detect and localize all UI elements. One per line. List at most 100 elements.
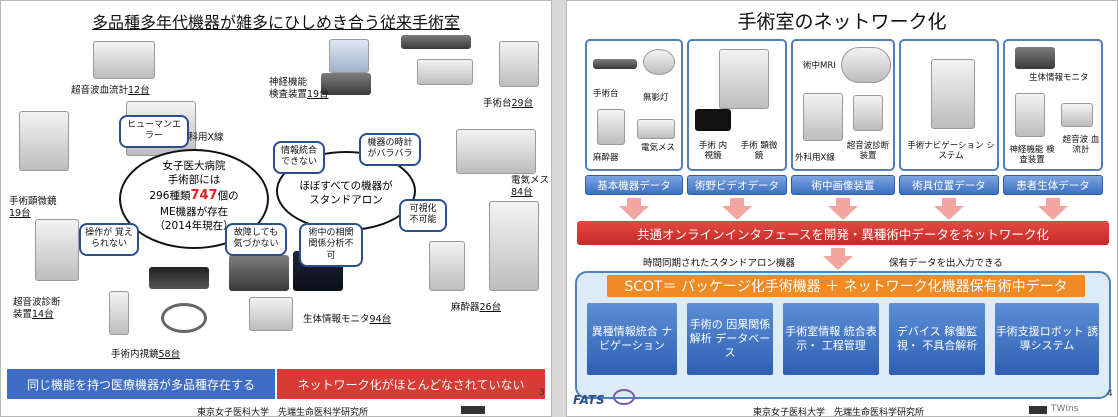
panel-label: 手術 内視鏡 xyxy=(698,141,728,162)
xray-image xyxy=(803,93,843,141)
esu-image xyxy=(456,129,536,174)
surgical-table2-image xyxy=(499,41,539,87)
panel-navigation: 手術ナビゲーション システム xyxy=(899,39,999,171)
label-ultrasound-flow: 超音波血流計12台 xyxy=(71,85,150,96)
vitals-monitor-image xyxy=(229,255,289,291)
panel-vitals: 生体情報モニタ 神経機能 検査装置 超音波 血流計 xyxy=(1003,39,1103,171)
panel-video: 手術 内視鏡 手術 顕微鏡 xyxy=(687,39,787,171)
scot-banner: SCOT＝ パッケージ化手術機器 ＋ ネットワーク化機器保有術中データ xyxy=(607,275,1085,297)
down-arrow-icon xyxy=(828,198,858,220)
bubble-human-error: ヒューマンエラー xyxy=(119,115,189,148)
surgical-table-image xyxy=(417,59,473,85)
panel-label: 手術 顕微鏡 xyxy=(740,141,778,162)
tile-database: 手術の 因果関係 解析 データベース xyxy=(687,303,773,375)
label-anes: 麻酔器26台 xyxy=(451,302,502,313)
page-number: 3 xyxy=(539,388,545,398)
neuro-cart-image xyxy=(321,73,371,95)
brand-logo: TWIns xyxy=(1051,404,1079,414)
standalone-label: 時間同期されたスタンドアロン機器 xyxy=(643,258,796,269)
fats-logo: FATS xyxy=(573,393,605,407)
down-arrow-icon xyxy=(619,198,649,220)
tile-robot: 手術支援ロボット 誘導システム xyxy=(995,303,1099,375)
endoscope-image xyxy=(695,109,731,131)
panel-label: 神経機能 検査装置 xyxy=(1009,145,1055,166)
vitals-image xyxy=(1015,47,1055,69)
btn-imaging-data: 術中画像装置 xyxy=(791,175,895,195)
panel-imaging: 術中MRI 外科用X線 超音波診断 装置 xyxy=(791,39,895,171)
bar-many-types: 同じ機能を持つ医療機器が多品種存在する xyxy=(7,369,275,399)
anesthesia-image xyxy=(489,201,539,291)
bubble-fault: 故障しても 気づかない xyxy=(225,223,287,256)
hospital-oval-text: 女子医大病院 手術部には 296種類747個の ME機器が存在 （2014年現在… xyxy=(149,160,239,233)
surgical-table-top-image xyxy=(401,35,471,49)
bubble-operate: 操作が 覚えられない xyxy=(79,223,139,256)
anesthesia2-image xyxy=(429,241,465,291)
panel-label: 超音波 血流計 xyxy=(1062,135,1100,156)
table-image xyxy=(593,59,637,69)
down-arrow-icon xyxy=(934,198,964,220)
panel-label: 外科用X線 xyxy=(795,153,835,163)
neuro-image xyxy=(1015,93,1045,137)
panel-label: 超音波診断 装置 xyxy=(846,141,890,162)
label-neuro: 神経機能検査装置19台 xyxy=(269,77,329,101)
footer-text: 東京女子医科大学 先端生命医科学研究所 xyxy=(197,408,369,417)
panel-label: 術中MRI xyxy=(803,61,836,71)
ultrasound-flowmeter-image xyxy=(93,41,155,79)
endoscope-cable-image xyxy=(161,303,207,333)
down-arrow-icon xyxy=(722,198,752,220)
btn-basic-data: 基本機器データ xyxy=(585,175,683,195)
vitals-monitor3-image xyxy=(249,297,293,331)
endoscope-stand-image xyxy=(109,291,129,335)
esu-image xyxy=(637,119,675,139)
microscope-image xyxy=(719,49,769,109)
btn-vitals-data: 患者生体データ xyxy=(1003,175,1103,195)
btn-position-data: 術具位置データ xyxy=(899,175,999,195)
slide-right: 手術室のネットワーク化 手術台 無影灯 麻酔器 電気メス 手術 内視鏡 手術 顕… xyxy=(566,0,1118,417)
network-bar: 共通オンラインインタフェースを開発・異種術中データをネットワーク化 xyxy=(577,221,1109,245)
tile-navigation: 異種情報統合 ナビゲーション xyxy=(587,303,677,375)
panel-label: 電気メス xyxy=(641,143,676,153)
endoscope-image xyxy=(149,267,209,289)
microscope-image xyxy=(19,111,69,171)
tile-device-monitor: デバイス 稼働監視・ 不具合解析 xyxy=(889,303,985,375)
page-number: 4 xyxy=(1107,389,1113,399)
standalone-oval-text: ほぼすべての機器が スタンドアロン xyxy=(299,180,393,207)
label-vitals: 生体情報モニタ94台 xyxy=(303,314,392,325)
panel-basic: 手術台 無影灯 麻酔器 電気メス xyxy=(585,39,683,171)
slide-title: 多品種多年代機器が雑多にひしめき合う従来手術室 xyxy=(91,13,460,32)
bubble-clock: 機器の時計 がバラバラ xyxy=(359,133,421,166)
bar-no-network: ネットワーク化がほとんどなされていない xyxy=(277,369,545,399)
ultrasound-diag-image xyxy=(35,219,79,281)
anes-image xyxy=(597,109,625,145)
panel-label: 生体情報モニタ xyxy=(1029,73,1089,83)
navigation-image xyxy=(931,59,975,129)
panel-label: 手術台 xyxy=(593,89,619,99)
panel-label: 無影灯 xyxy=(643,93,669,103)
light-image xyxy=(643,49,675,75)
neuro-monitor-image xyxy=(329,39,369,73)
slide-title: 手術室のネットワーク化 xyxy=(737,11,947,33)
label-us-diag: 超音波診断装置14台 xyxy=(13,297,61,321)
university-seal-icon xyxy=(613,389,635,405)
brand-mark-icon xyxy=(1029,406,1047,414)
mri-image xyxy=(841,47,891,83)
label-endo: 手術内視鏡58台 xyxy=(111,349,181,360)
footer-text: 東京女子医科大学 先端生命医科学研究所 xyxy=(753,408,925,417)
label-table: 手術台29台 xyxy=(483,98,534,109)
tile-display: 手術室情報 統合表示・ 工程管理 xyxy=(783,303,879,375)
label-xray: 外科用X線 xyxy=(179,132,224,143)
panel-label: 手術ナビゲーション システム xyxy=(907,141,995,162)
down-arrow-icon xyxy=(823,248,853,270)
down-arrow-icon xyxy=(1038,198,1068,220)
flow-image xyxy=(1061,103,1093,127)
btn-video-data: 術野ビデオデータ xyxy=(687,175,787,195)
bubble-visualize: 可視化 不可能 xyxy=(399,199,447,232)
bubble-correlation: 術中の相関 関係分析不可 xyxy=(299,223,363,267)
panel-label: 麻酔器 xyxy=(593,153,619,163)
io-label: 保有データを出入力できる xyxy=(889,258,1003,269)
brand-logo xyxy=(461,406,485,414)
us-image xyxy=(853,95,883,131)
bubble-info: 情報統合 できない xyxy=(273,141,325,174)
